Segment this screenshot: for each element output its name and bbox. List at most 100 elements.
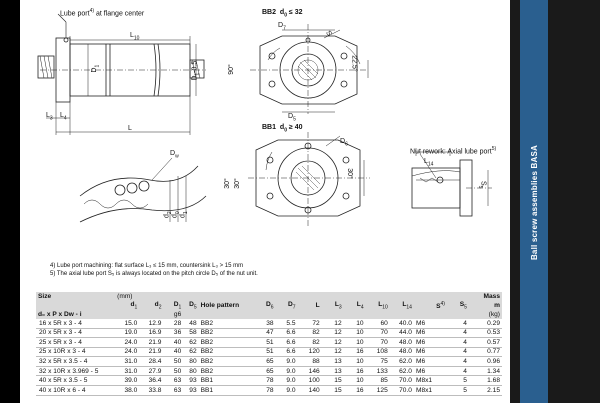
table-cell: 120 [297, 347, 322, 358]
angle-90: 90° [227, 64, 235, 75]
table-cell: 16 [343, 366, 366, 377]
dim-l10: L10 [130, 32, 140, 42]
table-cell: 40 [163, 347, 184, 358]
table-cell: 40 x 10R x 6 - 4 [36, 385, 116, 396]
table-cell: 82 [297, 328, 322, 339]
table-cell: 4 [446, 318, 469, 329]
angle-30-a: 30° [223, 178, 231, 189]
table-cell: 78 [253, 385, 276, 396]
table-cell: M6 [413, 347, 447, 358]
table-cell: 133 [365, 366, 390, 377]
mass-header: Mass [468, 292, 502, 301]
table-cell: M6 [413, 366, 447, 377]
dim-d1: D1 [91, 64, 101, 73]
table-cell: 36 [163, 328, 184, 339]
table-cell: BB2 [198, 366, 254, 377]
table-cell: 4 [446, 328, 469, 339]
table-cell: 51 [253, 337, 276, 348]
table-cell: 10 [343, 356, 366, 367]
dim-s5: S5 [477, 180, 487, 189]
table-cell: 28.4 [139, 356, 164, 367]
table-cell: 9.0 [275, 366, 298, 377]
table-cell: 10 [343, 375, 366, 387]
table-cell: 62.0 [389, 356, 414, 367]
d1-tolerance: g6 [163, 310, 184, 319]
lube-port-label: Lube port4) at flange center [60, 8, 145, 18]
column-header-l4: L4 [343, 301, 366, 311]
table-cell: 40 [163, 337, 184, 348]
column-header-s5: S5 [446, 301, 469, 311]
table-cell: 50 [163, 366, 184, 377]
table-cell: M8x1 [413, 375, 447, 387]
table-cell: 80 [183, 366, 199, 377]
technical-drawing [37, 13, 492, 226]
bb2-heading: BB2 d0 ≤ 32 [262, 9, 303, 19]
table-cell: 93 [183, 375, 199, 387]
table-cell: 12 [321, 328, 344, 339]
table-cell: 40 x 5R x 3.5 - 5 [36, 375, 116, 387]
size-header: Size [36, 292, 116, 301]
table-cell: 51 [253, 347, 276, 358]
table-cell: 6.6 [275, 347, 298, 358]
table-cell: BB1 [198, 375, 254, 387]
table-cell: 28 [163, 318, 184, 329]
table-cell: 16 x 5R x 3 - 4 [36, 318, 116, 329]
size-designation-header: d₀ x P x Dw - i [36, 310, 116, 319]
mass-unit: (kg) [468, 310, 502, 319]
table-cell: 1.68 [468, 375, 502, 387]
table-cell: 21.9 [139, 337, 164, 348]
column-header-m: m [468, 301, 502, 311]
table-cell: 10 [343, 318, 366, 329]
table-cell: M6 [413, 356, 447, 367]
table-cell: 38.0 [115, 385, 140, 396]
table-cell: 39.0 [115, 375, 140, 387]
table-cell: BB2 [198, 337, 254, 348]
table-cell: 58 [183, 328, 199, 339]
table-cell: 21.9 [139, 347, 164, 358]
table-cell: 70.0 [389, 385, 414, 396]
table-cell: 0.29 [468, 318, 502, 329]
table-cell: BB2 [198, 318, 254, 329]
table-cell: 5 [446, 375, 469, 387]
table-cell: 65 [253, 356, 276, 367]
table-cell: 27.9 [139, 366, 164, 377]
table-cell: 15 [321, 385, 344, 396]
table-cell: 85 [365, 375, 390, 387]
dim-d1-tolerance: D1-0.5 [191, 60, 201, 81]
table-cell: 108 [365, 347, 390, 358]
table-cell: 80 [183, 356, 199, 367]
dim-d6: D6 [340, 138, 348, 148]
table-cell: 33.8 [139, 385, 164, 396]
dim-d1-small: d1 [179, 211, 190, 219]
table-cell: 15 [321, 375, 344, 387]
table-cell: 82 [297, 337, 322, 348]
nut-side-view [37, 13, 206, 135]
table-cell: 9.0 [275, 385, 298, 396]
table-cell: 13 [321, 356, 344, 367]
table-cell: 44.0 [389, 328, 414, 339]
table-cell: 75 [365, 356, 390, 367]
table-cell: 140 [297, 385, 322, 396]
nut-rework-label: Nut rework: Axial lube port5) [410, 146, 497, 156]
table-cell: BB2 [198, 356, 254, 367]
table-cell: 0.57 [468, 337, 502, 348]
footnote-5: 5) The axial lube port S₅ is always loca… [50, 271, 258, 277]
column-header-d7: D7 [275, 301, 298, 311]
table-cell: BB1 [198, 385, 254, 396]
table-cell: 93 [183, 385, 199, 396]
column-header-s6: S4) [413, 301, 447, 311]
table-cell: 16.9 [139, 328, 164, 339]
table-cell: 5.5 [275, 318, 298, 329]
table-cell: 31.0 [115, 356, 140, 367]
table-cell: 100 [297, 375, 322, 387]
bb1-heading: BB1 d0 ≥ 40 [262, 124, 303, 134]
table-cell: 65 [253, 366, 276, 377]
table-cell: 12 [321, 337, 344, 348]
table-cell: 63 [163, 385, 184, 396]
angle-30-c: 30° [345, 168, 353, 179]
dim-l4: L4 [60, 112, 67, 122]
